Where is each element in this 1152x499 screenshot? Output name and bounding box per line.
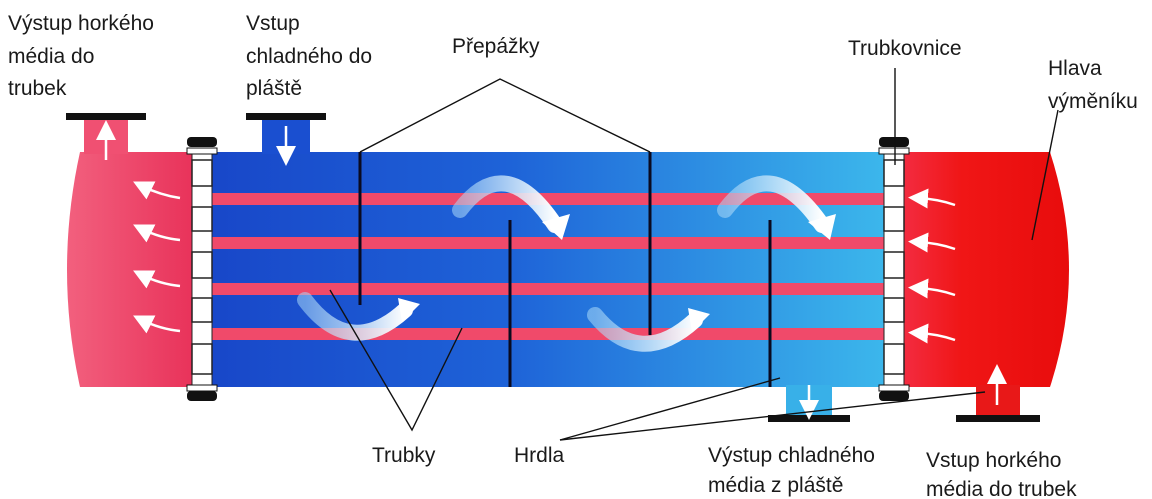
- flow-arrow: [717, 175, 830, 233]
- leader-baffles: [359, 78, 651, 153]
- hot-outlet-flange: [66, 113, 146, 120]
- tube: [212, 283, 888, 295]
- flow-arrow: [587, 307, 703, 352]
- tube: [212, 328, 888, 340]
- flow-arrowhead: [808, 214, 836, 240]
- tube-sheet-left: [186, 137, 218, 401]
- flow-arrowhead: [542, 214, 570, 240]
- cold-inlet-flange: [246, 113, 326, 120]
- leader-tubes: [329, 289, 463, 432]
- label-baffles: Přepážky: [452, 35, 540, 58]
- label-cold-inlet: Vstup chladného do pláště: [246, 12, 378, 100]
- tube: [212, 237, 888, 249]
- leader-nozzle-1: [559, 377, 781, 441]
- leader-lines: [329, 68, 1059, 441]
- tube: [212, 193, 888, 205]
- label-hot-inlet: Vstup horkého média do trubek: [926, 449, 1077, 499]
- flow-arrowhead: [398, 298, 420, 322]
- label-nozzles: Hrdla: [514, 444, 565, 467]
- right-head: [890, 152, 1069, 387]
- hot-inlet-flange: [956, 415, 1040, 422]
- cold-outlet-flange: [768, 415, 850, 422]
- flow-arrowhead: [688, 308, 710, 332]
- flow-arrow: [452, 175, 563, 233]
- label-head: Hlava výměníku: [1048, 57, 1138, 113]
- head-flow-arrows: [133, 181, 956, 344]
- label-tubes: Trubky: [372, 444, 436, 467]
- flow-arrow: [297, 292, 413, 341]
- label-tube-sheet: Trubkovnice: [848, 37, 962, 60]
- left-head: [67, 152, 200, 387]
- label-cold-outlet: Výstup chladného média z pláště: [708, 444, 881, 497]
- baffles: [358, 152, 772, 387]
- label-hot-outlet: Výstup horkého média do trubek: [8, 12, 160, 100]
- tubes: [212, 193, 888, 340]
- leader-nozzle-2: [559, 391, 986, 441]
- shell-flow-arrows: [297, 175, 830, 352]
- tube-sheet-right: [878, 137, 910, 401]
- leader-head: [1031, 109, 1059, 241]
